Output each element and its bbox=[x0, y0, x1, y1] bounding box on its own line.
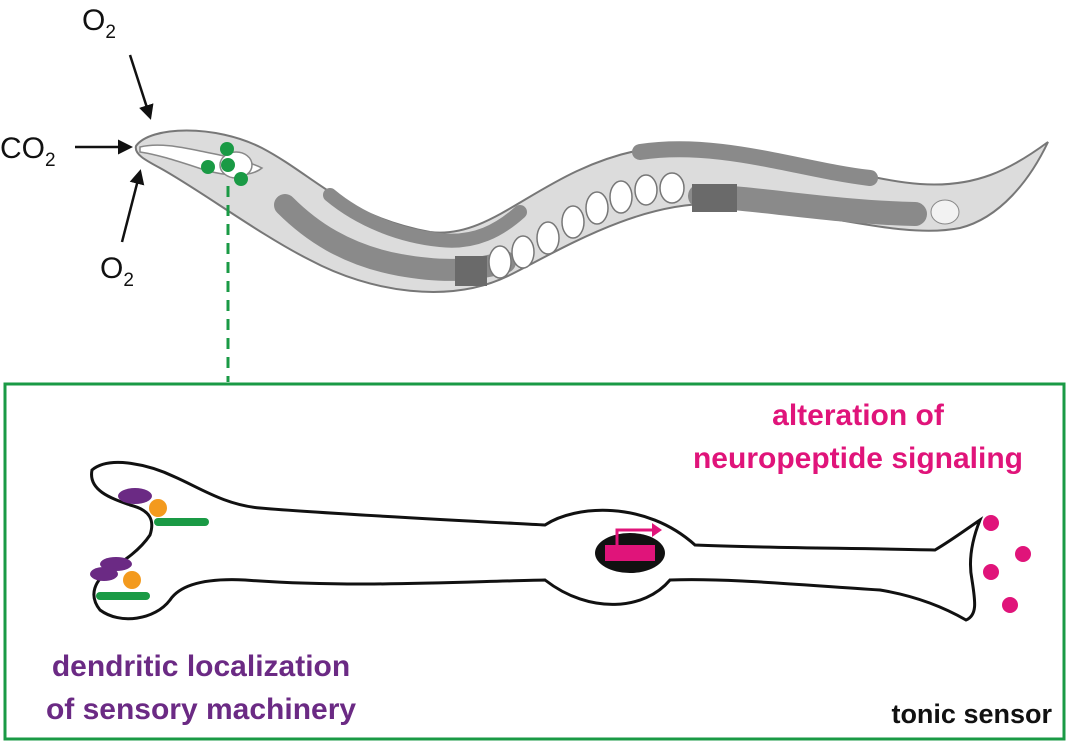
inset-frame bbox=[3, 382, 1066, 741]
o2-bottom-arrow bbox=[120, 169, 145, 243]
o2-top-label: O2 bbox=[82, 4, 116, 43]
tonic-sensor-label: tonic sensor bbox=[891, 699, 1052, 729]
neuron-dot bbox=[220, 142, 234, 156]
neuropeptide-label-line1: alteration of bbox=[772, 399, 945, 432]
purple-receptor bbox=[118, 488, 152, 504]
intestine-right bbox=[632, 141, 878, 186]
dendritic-label-line2: of sensory machinery bbox=[46, 693, 356, 726]
neuropeptide-dot bbox=[983, 564, 999, 580]
worm bbox=[134, 129, 1049, 293]
neuron-outline bbox=[90, 461, 984, 622]
egg bbox=[609, 180, 633, 214]
neuron-dot bbox=[221, 158, 235, 172]
egg bbox=[488, 245, 512, 279]
dendritic-label-line1: dendritic localization bbox=[52, 650, 350, 683]
gene-box bbox=[605, 545, 655, 561]
intestine-dark-segment-1 bbox=[455, 256, 487, 286]
orange-receptor bbox=[149, 499, 167, 517]
o2-top-arrow bbox=[128, 54, 154, 120]
tail-patch bbox=[930, 199, 960, 225]
sensory-machinery bbox=[90, 488, 209, 600]
neuropeptides bbox=[983, 515, 1031, 613]
egg bbox=[561, 205, 585, 239]
neuropeptide-dot bbox=[1002, 597, 1018, 613]
egg bbox=[511, 235, 535, 269]
transcription-arrowhead bbox=[652, 523, 662, 537]
egg bbox=[659, 172, 685, 204]
egg bbox=[585, 191, 609, 225]
co2-label: CO2 bbox=[0, 132, 56, 171]
purple-receptor bbox=[90, 567, 118, 581]
intestine-dark-segment-2 bbox=[692, 184, 737, 212]
o2-bottom-label: O2 bbox=[100, 252, 134, 291]
neuropeptide-label-line2: neuropeptide signaling bbox=[693, 442, 1023, 475]
neuron-dot bbox=[234, 172, 248, 186]
egg bbox=[634, 174, 658, 206]
egg bbox=[536, 221, 560, 255]
eggs bbox=[488, 172, 685, 279]
neuropeptide-dot bbox=[1015, 546, 1031, 562]
orange-receptor bbox=[123, 571, 141, 589]
intestine-upper bbox=[323, 188, 527, 248]
transcription-arrow bbox=[615, 528, 655, 545]
neuron-dot bbox=[201, 160, 215, 174]
sensory-neurons bbox=[201, 142, 248, 186]
neuropeptide-dot bbox=[983, 515, 999, 531]
